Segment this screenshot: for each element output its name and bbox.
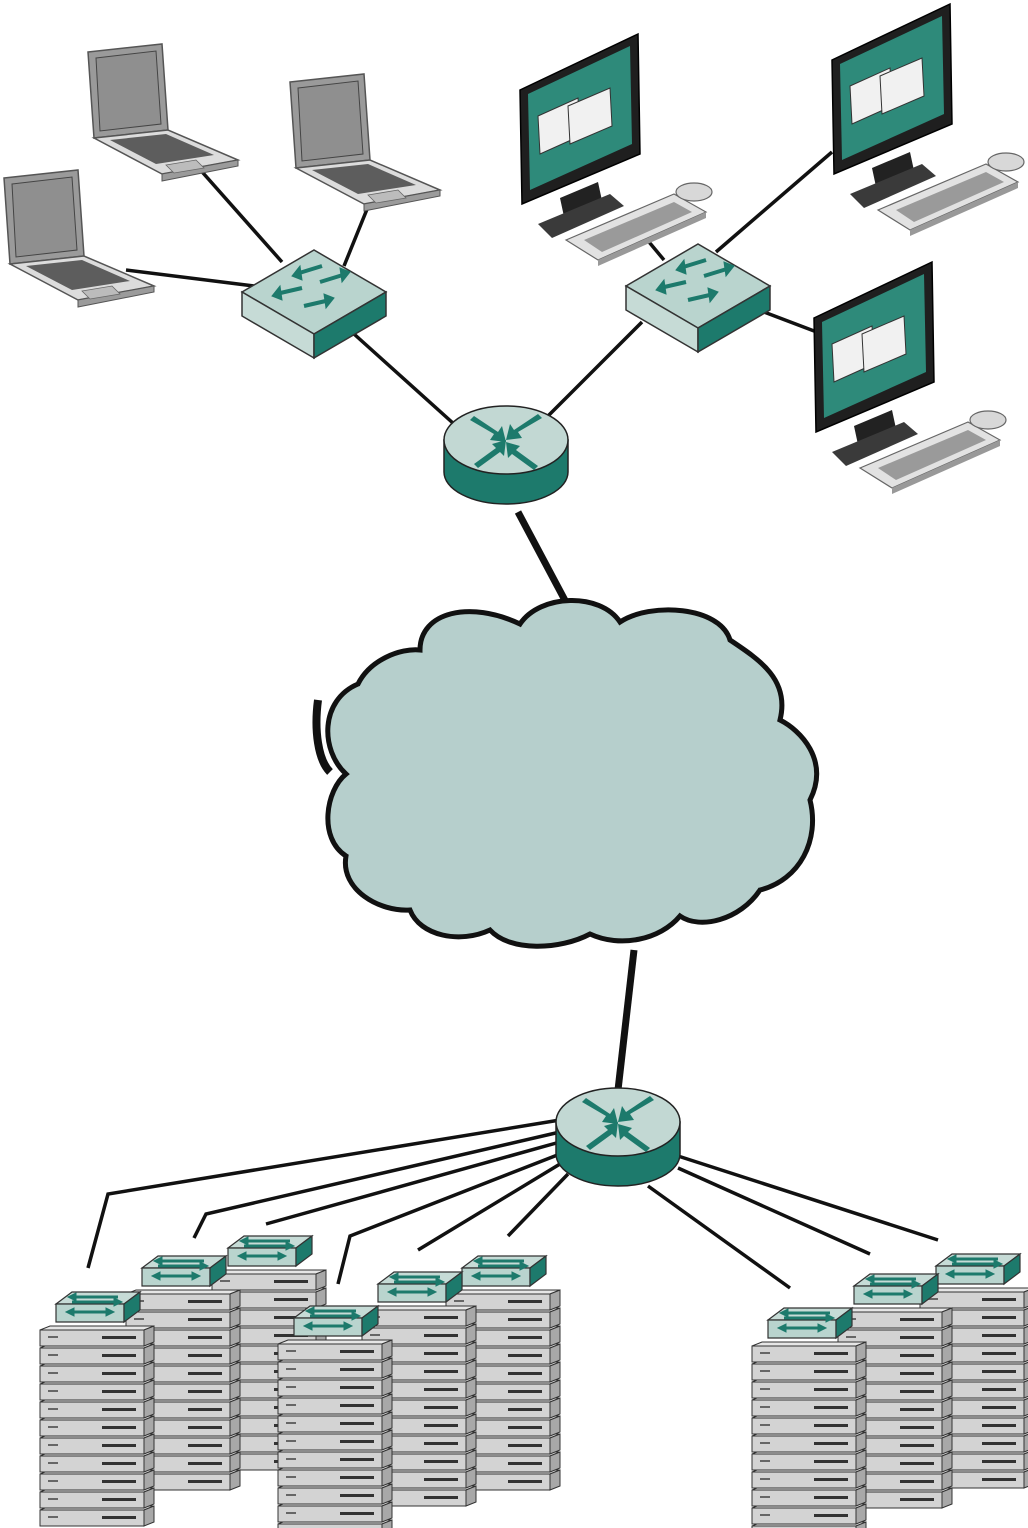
server-icon[interactable]	[751, 1359, 867, 1381]
server-icon[interactable]	[125, 1307, 241, 1329]
server-icon[interactable]	[277, 1357, 393, 1379]
server-icon[interactable]	[39, 1487, 155, 1509]
router-icon[interactable]	[443, 405, 569, 505]
server-icon[interactable]	[125, 1289, 241, 1311]
rack-switch-icon[interactable]	[54, 1290, 142, 1324]
rack-switch-icon[interactable]	[460, 1254, 548, 1288]
router-icon[interactable]	[555, 1087, 681, 1187]
server-icon[interactable]	[39, 1469, 155, 1491]
internet-cloud	[325, 598, 819, 949]
server-icon[interactable]	[361, 1305, 477, 1327]
server-racks	[39, 1234, 1028, 1528]
server-icon[interactable]	[211, 1269, 327, 1291]
server-icon[interactable]	[751, 1341, 867, 1363]
server-icon[interactable]	[751, 1413, 867, 1435]
server-icon[interactable]	[39, 1397, 155, 1419]
wan-links	[514, 510, 638, 1091]
datacenter-links	[86, 1118, 939, 1290]
laptop-icon[interactable]	[3, 169, 155, 308]
server-icon[interactable]	[277, 1429, 393, 1451]
server-icon[interactable]	[39, 1505, 155, 1527]
server-icon[interactable]	[277, 1465, 393, 1487]
server-icon[interactable]	[39, 1415, 155, 1437]
server-icon[interactable]	[277, 1411, 393, 1433]
server-icon[interactable]	[39, 1343, 155, 1365]
server-icon[interactable]	[277, 1447, 393, 1469]
server-icon[interactable]	[751, 1377, 867, 1399]
server-icon[interactable]	[751, 1503, 867, 1525]
desktop-computer-icon[interactable]	[813, 261, 1007, 495]
rack-switch-icon[interactable]	[852, 1272, 940, 1306]
desktop-computer-icon[interactable]	[831, 3, 1025, 237]
server-icon[interactable]	[277, 1501, 393, 1523]
desktop-computer-icon[interactable]	[519, 33, 713, 267]
server-icon[interactable]	[837, 1307, 953, 1329]
server-icon[interactable]	[751, 1485, 867, 1507]
switch-icon[interactable]	[624, 242, 772, 354]
server-rack	[39, 1290, 155, 1527]
server-icon[interactable]	[39, 1451, 155, 1473]
rack-switch-icon[interactable]	[140, 1254, 228, 1288]
rack-switch-icon[interactable]	[226, 1234, 314, 1268]
cloud-shadow	[312, 699, 334, 775]
rack-switch-icon[interactable]	[376, 1270, 464, 1304]
server-icon[interactable]	[39, 1325, 155, 1347]
server-icon[interactable]	[277, 1375, 393, 1397]
server-icon[interactable]	[39, 1379, 155, 1401]
server-icon[interactable]	[39, 1361, 155, 1383]
server-icon[interactable]	[39, 1433, 155, 1455]
rack-switch-icon[interactable]	[766, 1306, 854, 1340]
server-icon[interactable]	[751, 1449, 867, 1471]
server-icon[interactable]	[277, 1393, 393, 1415]
server-icon[interactable]	[751, 1395, 867, 1417]
laptop-icon[interactable]	[289, 73, 441, 212]
server-icon[interactable]	[277, 1339, 393, 1361]
laptop-icon[interactable]	[87, 43, 239, 182]
rack-switch-icon[interactable]	[934, 1252, 1022, 1286]
server-icon[interactable]	[751, 1431, 867, 1453]
server-icon[interactable]	[751, 1467, 867, 1489]
server-icon[interactable]	[277, 1483, 393, 1505]
rack-switch-icon[interactable]	[292, 1304, 380, 1338]
